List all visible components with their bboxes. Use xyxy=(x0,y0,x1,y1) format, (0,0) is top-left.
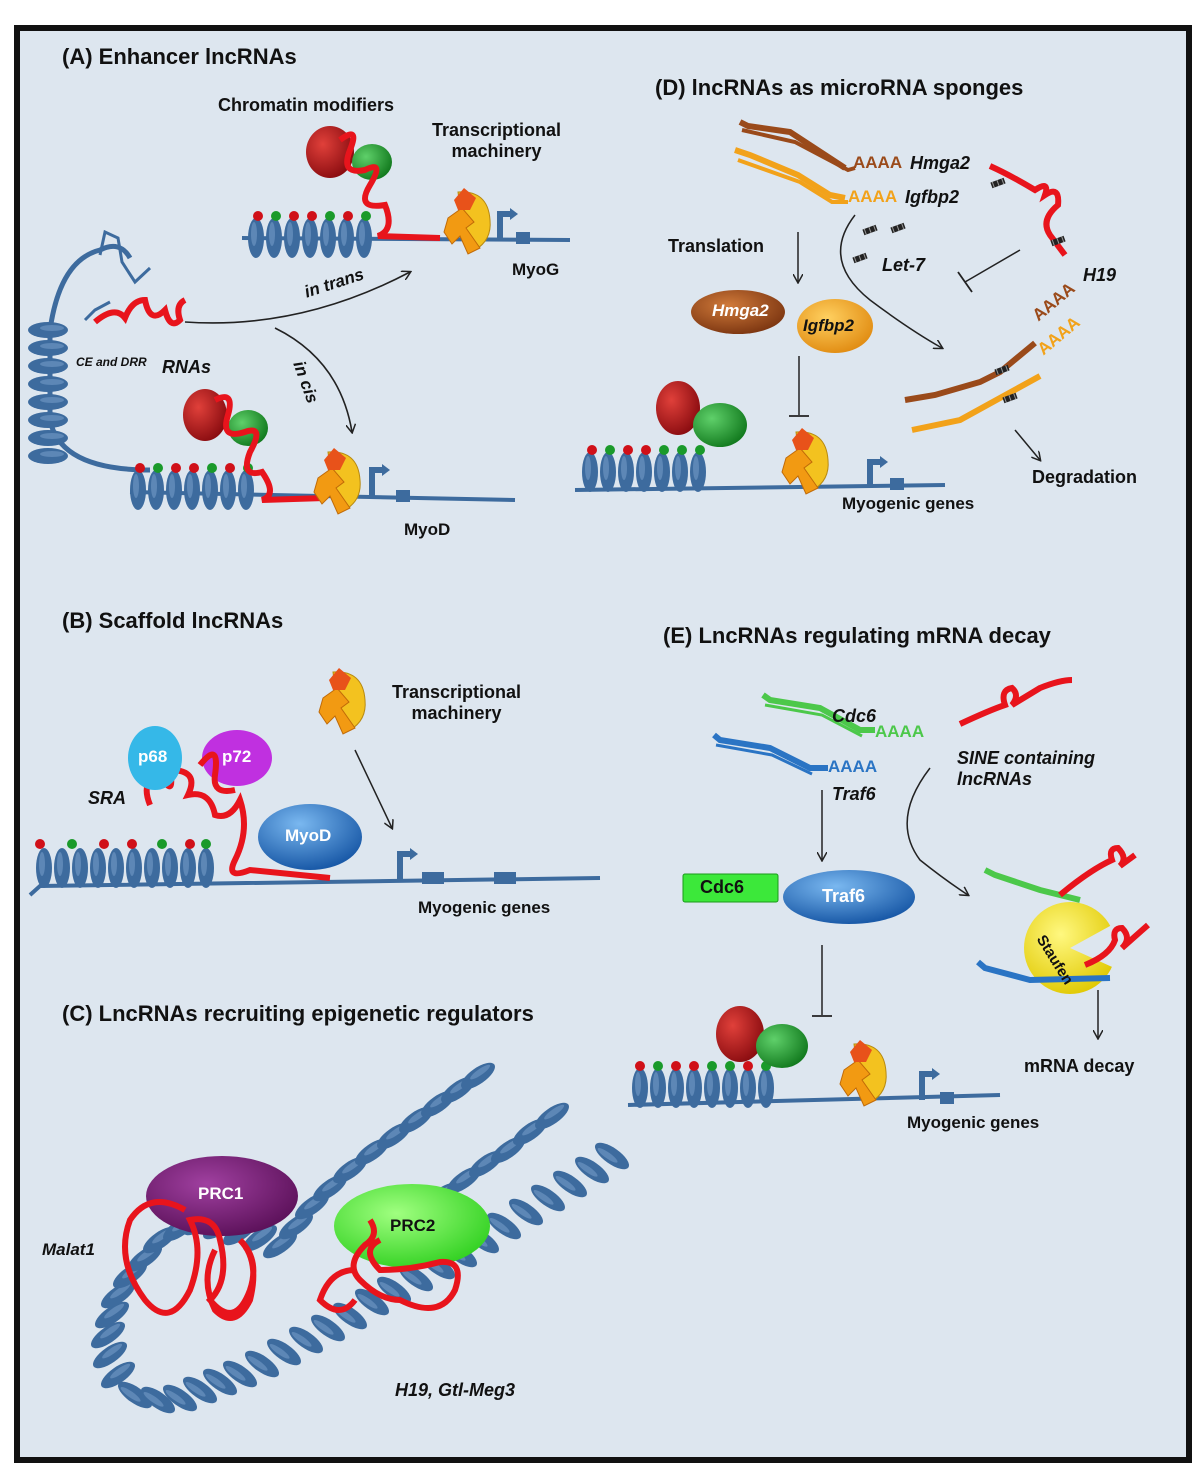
transcriptional-machinery-label-a: Transcriptional machinery xyxy=(432,120,561,161)
cdc6-mrna-label: Cdc6 xyxy=(832,706,877,726)
myod-protein xyxy=(258,804,362,870)
prc1-label: PRC1 xyxy=(198,1184,244,1203)
p68-label: p68 xyxy=(138,747,168,766)
ce-drr-rna xyxy=(93,296,187,327)
cdc6-mrna-bound xyxy=(983,867,1081,903)
igfbp2-mrna-label: Igfbp2 xyxy=(905,187,959,207)
chromatin-modifier-green-d xyxy=(693,403,747,447)
transcriptional-machinery-myog xyxy=(443,187,491,255)
staufen-path-arrow xyxy=(906,767,968,895)
igfbp2-mrna-degraded xyxy=(911,373,1042,433)
transcriptional-machinery-label-b: Transcriptional machinery xyxy=(392,682,521,723)
sine-line2: lncRNAs xyxy=(957,768,1033,789)
hmga2-mrna xyxy=(738,119,847,171)
rnas-label: RNAs xyxy=(162,357,212,377)
myog-label: MyoG xyxy=(512,260,560,279)
myogenic-genes-label-b: Myogenic genes xyxy=(418,898,551,917)
p72-protein xyxy=(202,730,272,786)
tm-a-line2: machinery xyxy=(451,140,542,161)
h19-inhibits-let7 xyxy=(964,249,1021,283)
panel-b xyxy=(28,667,601,897)
hmga2-protein xyxy=(691,290,785,334)
chromatin-modifiers-label: Chromatin modifiers xyxy=(218,95,395,115)
myod-label-a: MyoD xyxy=(404,520,451,539)
degradation-arrow xyxy=(1014,429,1040,460)
myogenic-locus-d xyxy=(574,445,946,492)
in-trans-arrow xyxy=(184,272,410,324)
panel-a-title: (A) Enhancer lncRNAs xyxy=(62,44,297,69)
prc1-complex xyxy=(146,1156,298,1236)
cdc6-protein-label: Cdc6 xyxy=(700,877,745,897)
transcriptional-machinery-myod xyxy=(313,447,361,515)
enhancer-rna-myog xyxy=(338,131,441,241)
panel-c-title: (C) LncRNAs recruiting epigenetic regula… xyxy=(62,1001,534,1026)
cdc6-protein xyxy=(682,873,779,903)
sine-label: SINE containing lncRNAs xyxy=(957,748,1095,789)
aaaa-cdc6: AAAA xyxy=(875,722,925,741)
mrna-decay-label: mRNA decay xyxy=(1024,1056,1135,1076)
myogenic-genes-label-e: Myogenic genes xyxy=(907,1113,1040,1132)
malat1-rna xyxy=(122,1199,257,1321)
ce-drr-label: CE and DRR xyxy=(76,355,147,369)
traf6-protein-label: Traf6 xyxy=(822,886,866,906)
h19-rna xyxy=(988,163,1068,257)
panel-a xyxy=(28,126,571,515)
enhancer-rna-myod xyxy=(213,394,326,503)
traf6-mrna-bound xyxy=(976,959,1111,984)
hmga2-mrna-degraded xyxy=(904,340,1037,403)
transcriptional-machinery-b xyxy=(318,667,366,735)
traf6-protein xyxy=(783,870,915,924)
tm-b-line1: Transcriptional xyxy=(392,682,522,702)
igfbp2-protein xyxy=(797,299,873,353)
hmga2-protein-label: Hmga2 xyxy=(712,301,769,320)
hmga2-mrna-label: Hmga2 xyxy=(910,153,971,173)
p72-label: p72 xyxy=(222,747,252,766)
malat1-label: Malat1 xyxy=(42,1240,95,1259)
h19-gtl-meg3-rna xyxy=(316,1218,461,1313)
myogenic-genes-label-d: Myogenic genes xyxy=(842,494,975,513)
p68-protein xyxy=(128,726,182,790)
chromatin-modifier-green-e xyxy=(756,1024,808,1068)
myogenic-locus-e xyxy=(627,1061,1001,1108)
panel-e-title: (E) LncRNAs regulating mRNA decay xyxy=(663,623,1051,648)
myog-locus xyxy=(241,208,571,258)
panel-d-title: (D) lncRNAs as microRNA sponges xyxy=(655,75,1024,100)
aaaa-hmga2: AAAA xyxy=(853,153,903,172)
myod-label-b: MyoD xyxy=(285,826,332,845)
cdc6-mrna xyxy=(761,692,875,733)
sine-lncrna xyxy=(958,677,1073,727)
let7-label: Let-7 xyxy=(882,255,926,275)
in-cis-arrow xyxy=(274,327,352,432)
panel-b-title: (B) Scaffold lncRNAs xyxy=(62,608,284,633)
tm-b-line2: machinery xyxy=(411,702,502,723)
aaaa-traf6: AAAA xyxy=(828,757,878,776)
prc2-label: PRC2 xyxy=(390,1216,436,1235)
sra-label: SRA xyxy=(88,788,127,808)
panel-e xyxy=(627,677,1150,1108)
degradation-path-arrow xyxy=(839,214,942,348)
transcriptional-machinery-e xyxy=(839,1039,887,1107)
panel-c xyxy=(87,1057,633,1419)
igfbp2-mrna xyxy=(734,147,846,201)
panel-d xyxy=(574,119,1068,495)
igfbp2-protein-label: Igfbp2 xyxy=(803,316,854,335)
h19-gtl-meg3-label: H19, Gtl-Meg3 xyxy=(395,1380,516,1400)
chromatin-modifier-red-e xyxy=(716,1006,764,1062)
tm-a-line1: Transcriptional xyxy=(432,120,562,140)
h19-label-d: H19 xyxy=(1083,265,1117,285)
sine-line1: SINE containing xyxy=(957,748,1096,768)
chromatin-modifier-red-d xyxy=(656,381,700,435)
traf6-mrna-label: Traf6 xyxy=(832,784,876,804)
transcriptional-machinery-d xyxy=(781,427,829,495)
aaaa-igfbp2: AAAA xyxy=(848,187,898,206)
degradation-label: Degradation xyxy=(1032,467,1138,487)
translation-label: Translation xyxy=(668,236,765,256)
traf6-mrna xyxy=(712,732,828,771)
arrow-b xyxy=(354,749,392,828)
